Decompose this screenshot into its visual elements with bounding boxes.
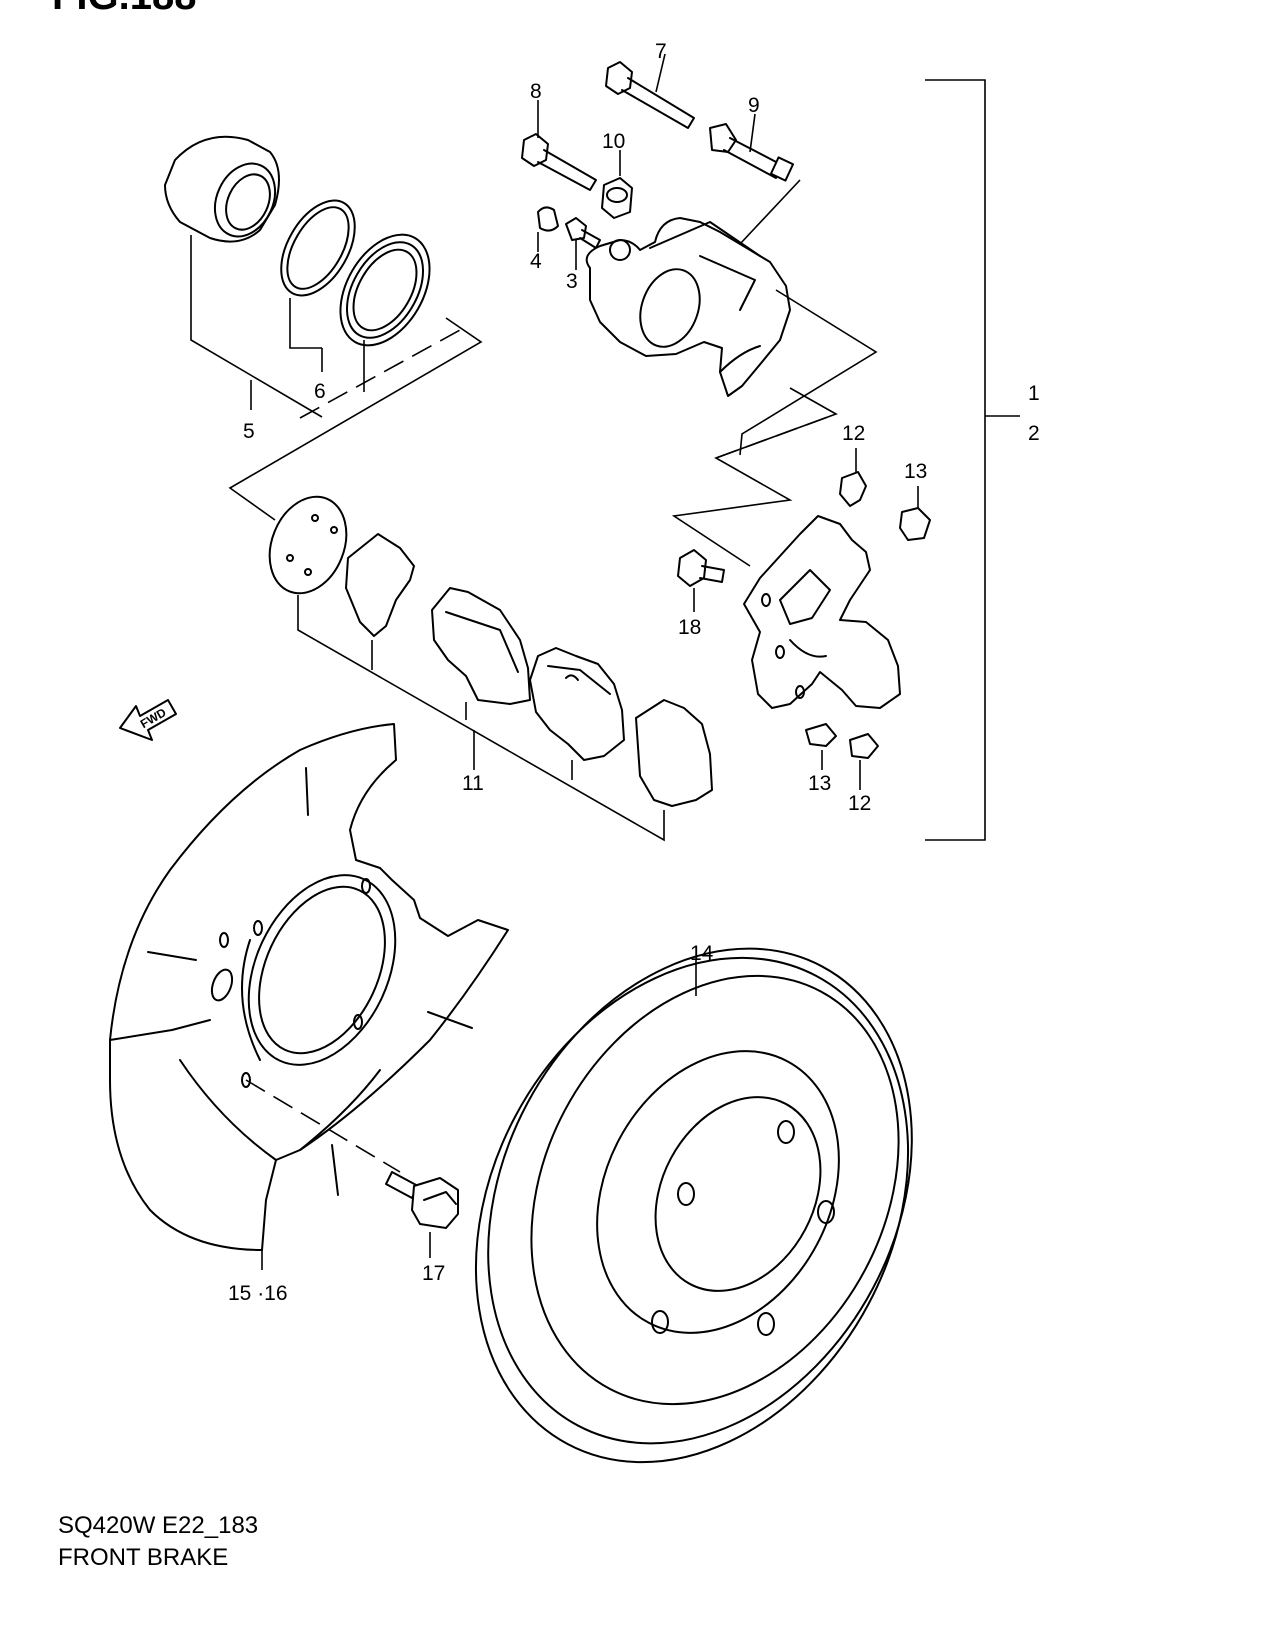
dust-boot[interactable] bbox=[322, 219, 448, 361]
callout-2: 2 bbox=[1028, 422, 1040, 445]
bolt-17[interactable] bbox=[385, 1171, 459, 1258]
callout-18: 18 bbox=[678, 616, 701, 639]
pad-clip-12-bottom[interactable] bbox=[849, 733, 879, 790]
brake-pad-shim-rear[interactable] bbox=[635, 699, 713, 807]
dust-shield[interactable] bbox=[109, 723, 509, 1270]
callout-13-bottom: 13 bbox=[808, 772, 831, 795]
callout-10: 10 bbox=[602, 130, 625, 153]
brake-pad-inner[interactable] bbox=[529, 647, 625, 761]
callout-labels: 1 2 3 4 5 6 7 8 9 10 11 12 12 13 13 14 1… bbox=[228, 40, 1040, 1305]
callout-8: 8 bbox=[530, 80, 542, 103]
callout-11: 11 bbox=[462, 772, 484, 795]
pad-spring-13-bottom[interactable] bbox=[805, 723, 837, 770]
bolt-8[interactable] bbox=[521, 100, 597, 191]
bolt-18[interactable] bbox=[677, 549, 725, 612]
leader-lines-caliper bbox=[671, 387, 838, 567]
callout-14: 14 bbox=[690, 942, 714, 965]
callout-9: 9 bbox=[748, 94, 760, 117]
diagram-code: SQ420W E22_183 bbox=[58, 1512, 259, 1539]
bleeder-screw-3[interactable] bbox=[565, 217, 601, 270]
assembly-bracket bbox=[925, 79, 1020, 841]
callout-1: 1 bbox=[1028, 382, 1040, 405]
brake-pad-outer[interactable] bbox=[431, 587, 531, 705]
callout-6: 6 bbox=[314, 380, 326, 403]
piston[interactable] bbox=[164, 135, 286, 247]
brake-pad-shim-inner[interactable] bbox=[345, 533, 415, 637]
fwd-arrow-icon: FWD bbox=[119, 699, 177, 741]
callout-3: 3 bbox=[566, 270, 578, 293]
callout-12-top: 12 bbox=[842, 422, 865, 445]
callout-5: 5 bbox=[243, 420, 255, 443]
callout-13-top: 13 bbox=[904, 460, 927, 483]
leader-lines-11 bbox=[297, 595, 665, 842]
figure-label: FIG.188 bbox=[52, 0, 197, 19]
pad-spring-13-top[interactable] bbox=[899, 486, 931, 541]
leader-lines-5-6 bbox=[190, 235, 483, 521]
callout-12-bottom: 12 bbox=[848, 792, 871, 815]
callout-4: 4 bbox=[530, 250, 542, 273]
callout-17: 17 bbox=[422, 1262, 445, 1285]
bolt-9[interactable] bbox=[709, 113, 795, 182]
bolt-7[interactable] bbox=[605, 53, 695, 129]
brake-disc-rotor[interactable] bbox=[391, 874, 995, 1537]
caliper-body[interactable] bbox=[585, 179, 878, 456]
brake-pad-shim-outer[interactable] bbox=[256, 485, 360, 605]
piston-seal[interactable] bbox=[266, 188, 370, 308]
cap-4[interactable] bbox=[537, 206, 559, 252]
diagram-title: FRONT BRAKE bbox=[58, 1544, 229, 1571]
caliper-carrier[interactable] bbox=[743, 515, 901, 709]
bushing-10[interactable] bbox=[601, 150, 633, 219]
callout-15-16: 15 ·16 bbox=[228, 1282, 288, 1305]
callout-7: 7 bbox=[655, 40, 667, 63]
pad-clip-12-top[interactable] bbox=[839, 448, 867, 507]
